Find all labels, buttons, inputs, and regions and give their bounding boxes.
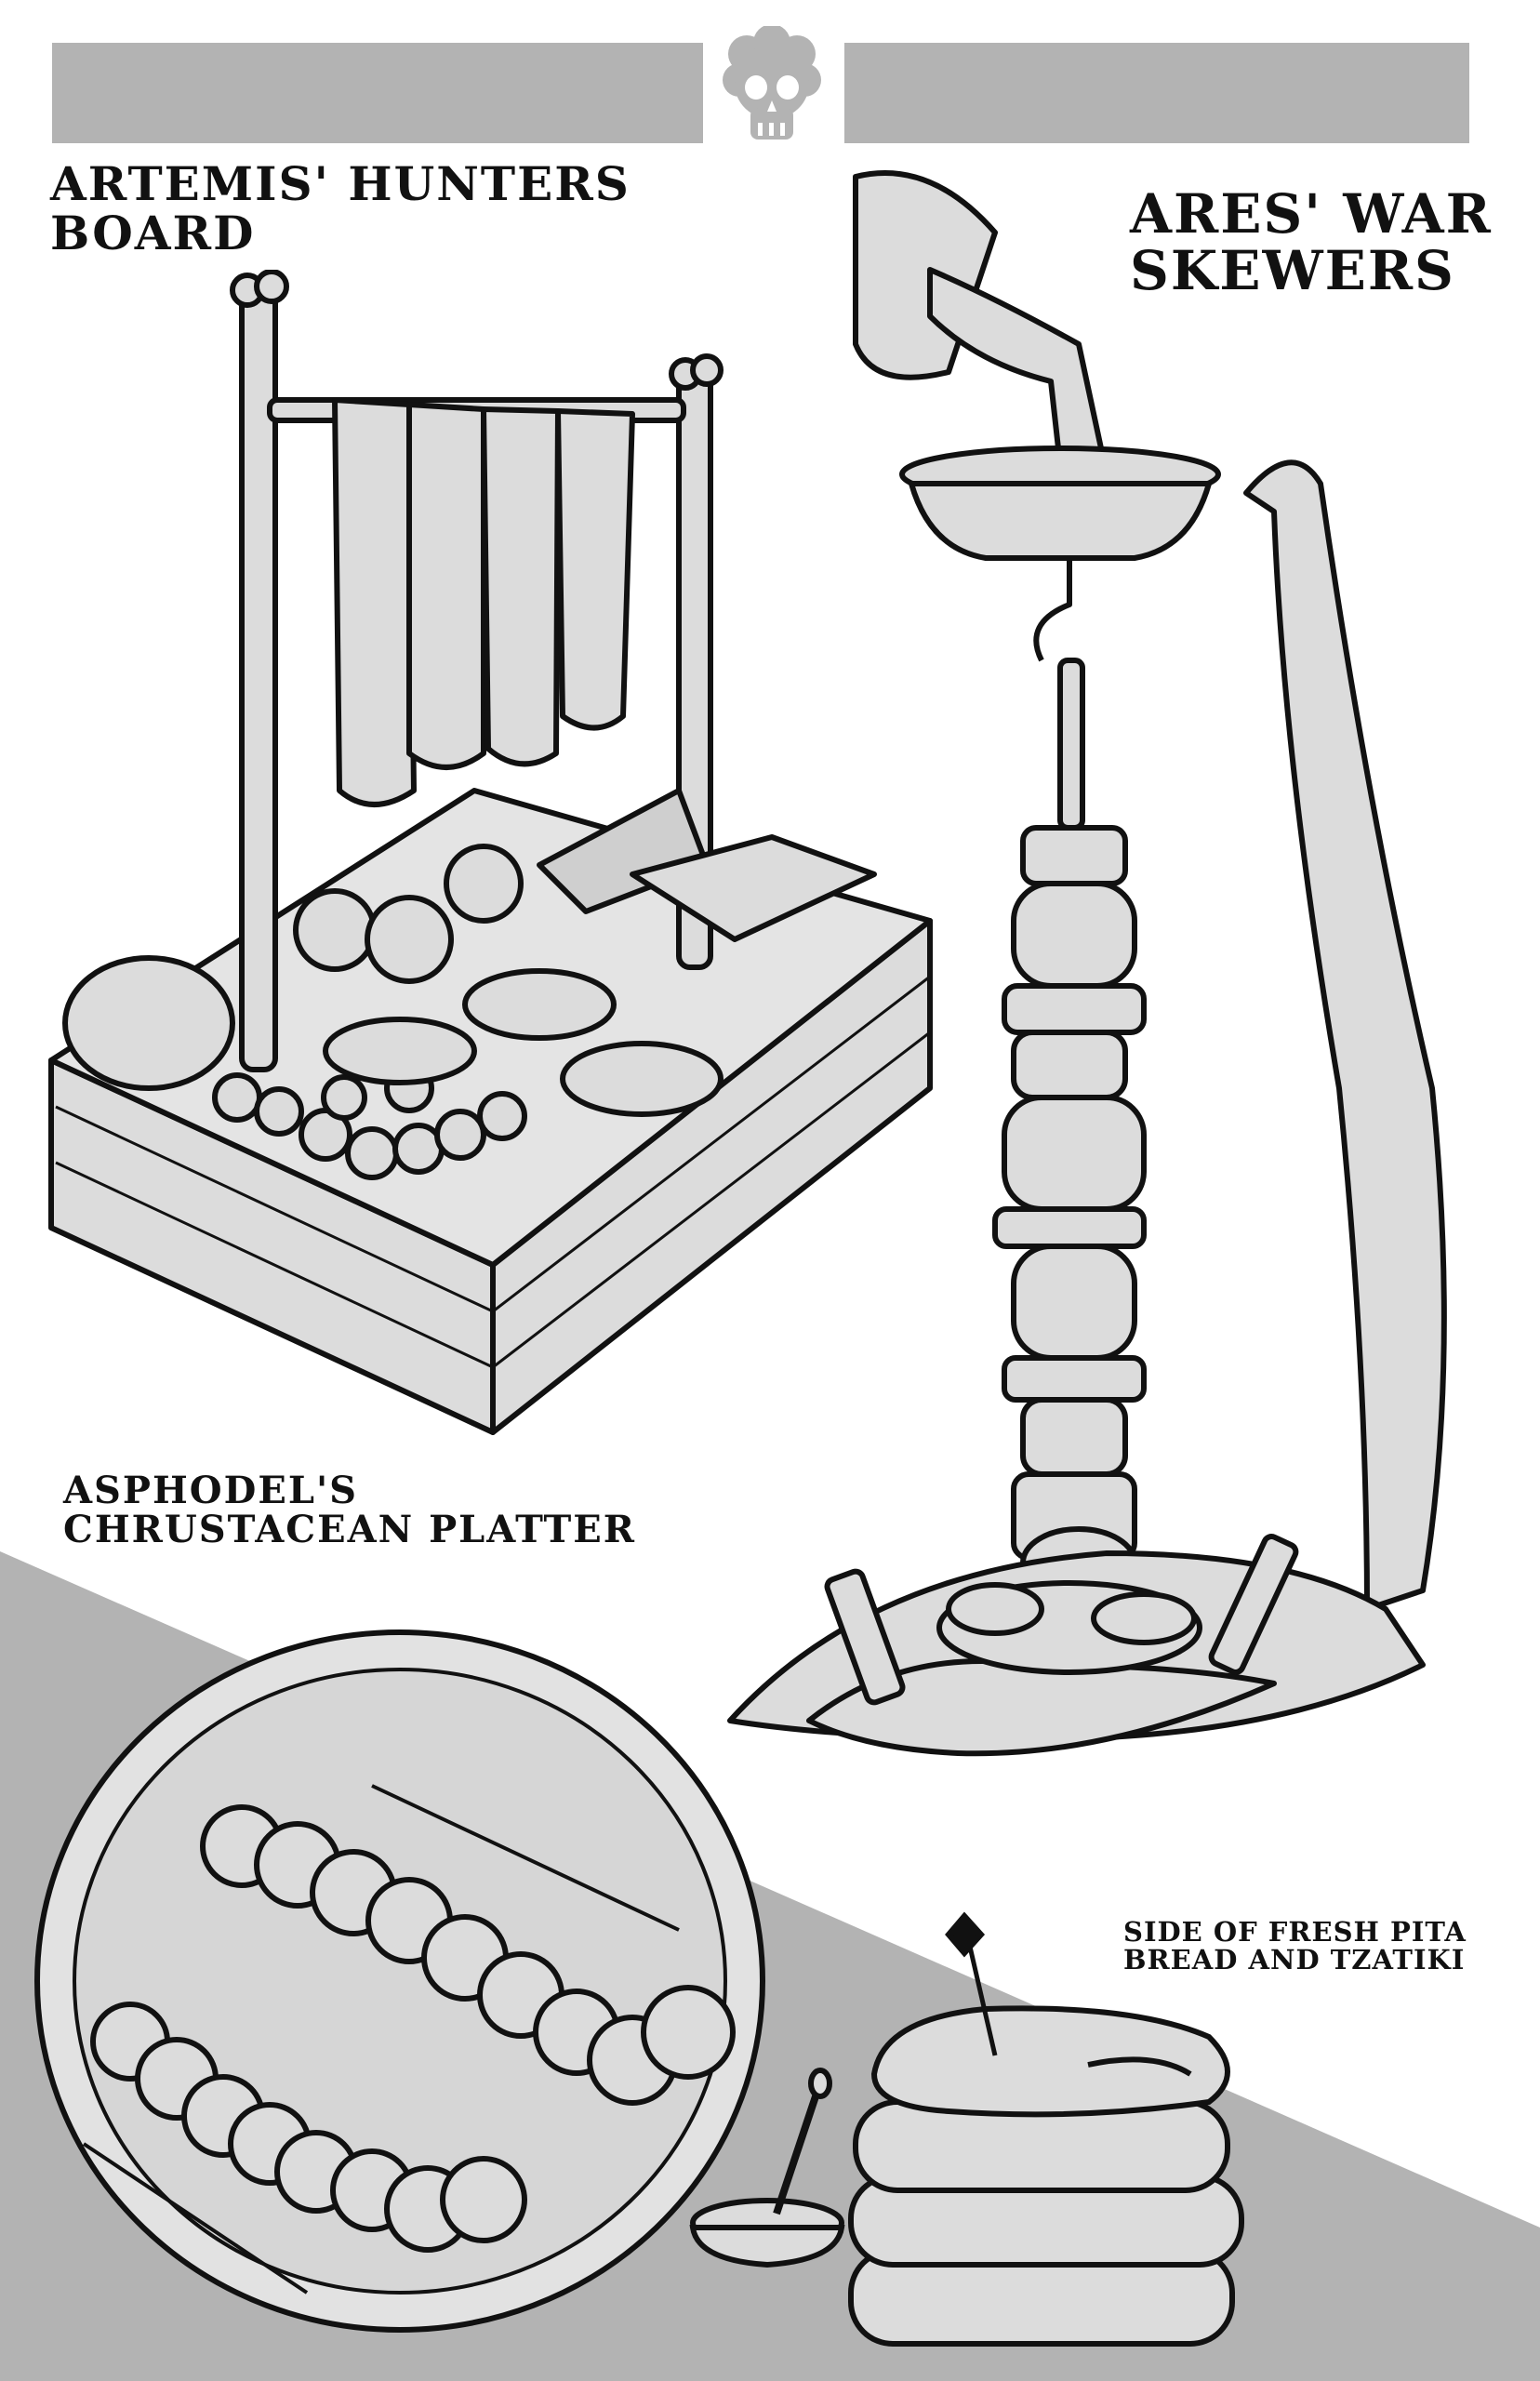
asphodel-title-line1: Asphodel's (63, 1469, 359, 1512)
artemis-title-line1: Artemis' Hunters (50, 156, 631, 211)
artemis-title-line2: Board (50, 205, 256, 260)
crustacean-platter-illustration (34, 1629, 765, 2333)
skull-icon (723, 26, 821, 140)
pita-title-line2: Bread and Tzatiki (1123, 1944, 1466, 1976)
hunters-board-illustration (48, 270, 933, 1435)
ares-title: Ares' War Skewers (1130, 186, 1493, 299)
header-bar-right (844, 43, 1469, 143)
ares-title-line1: Ares' War (1130, 182, 1493, 246)
header-bar-left (52, 43, 703, 143)
war-skewers-illustration (727, 170, 1447, 1757)
ares-title-line2: Skewers (1130, 238, 1455, 302)
asphodel-title-line2: Chrustacean Platter (63, 1508, 636, 1551)
pita-title-line1: Side of Fresh Pita (1123, 1916, 1467, 1948)
pita-title: Side of Fresh Pita Bread and Tzatiki (1123, 1918, 1467, 1975)
asphodel-title: Asphodel's Chrustacean Platter (63, 1471, 636, 1550)
pita-stack-illustration (689, 1911, 1244, 2347)
artemis-title: Artemis' Hunters Board (50, 159, 631, 260)
